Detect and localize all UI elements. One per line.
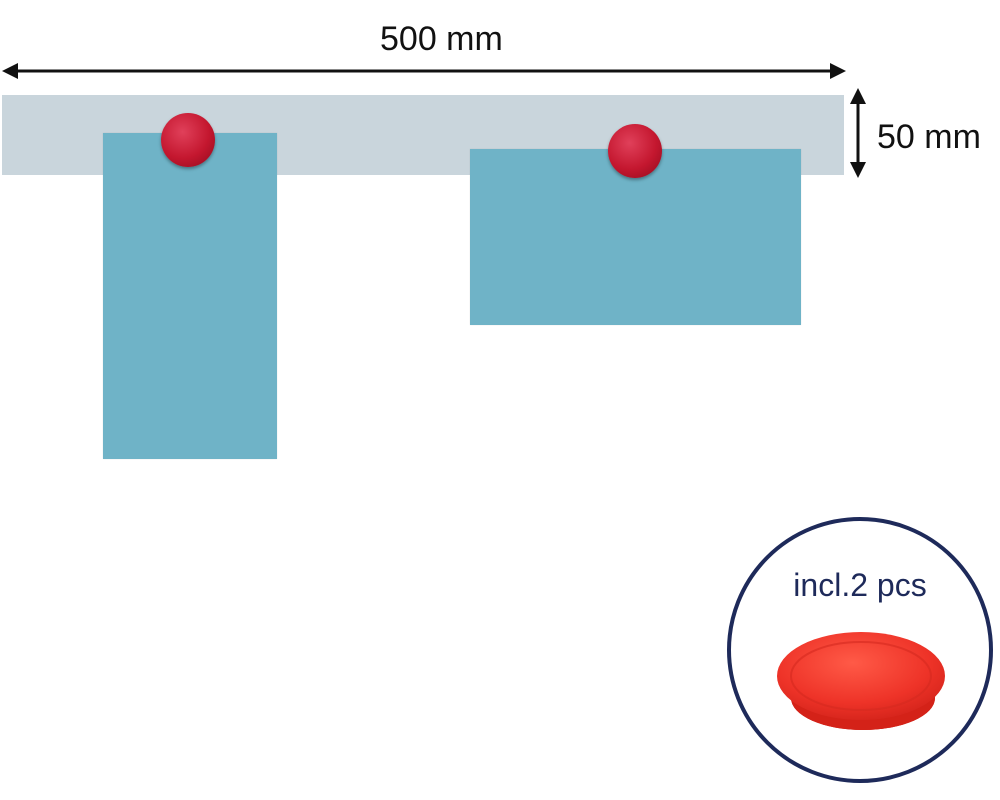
height-dimension-label: 50 mm bbox=[877, 118, 981, 156]
included-magnets-badge: incl.2 pcs bbox=[727, 517, 993, 783]
card-landscape bbox=[470, 149, 801, 325]
card-portrait bbox=[103, 133, 277, 459]
badge-text: incl.2 pcs bbox=[793, 567, 927, 603]
magnet-right bbox=[608, 124, 662, 178]
width-dimension-label: 500 mm bbox=[380, 20, 503, 58]
red-magnet-icon bbox=[777, 632, 945, 730]
magnet-left bbox=[161, 113, 215, 167]
